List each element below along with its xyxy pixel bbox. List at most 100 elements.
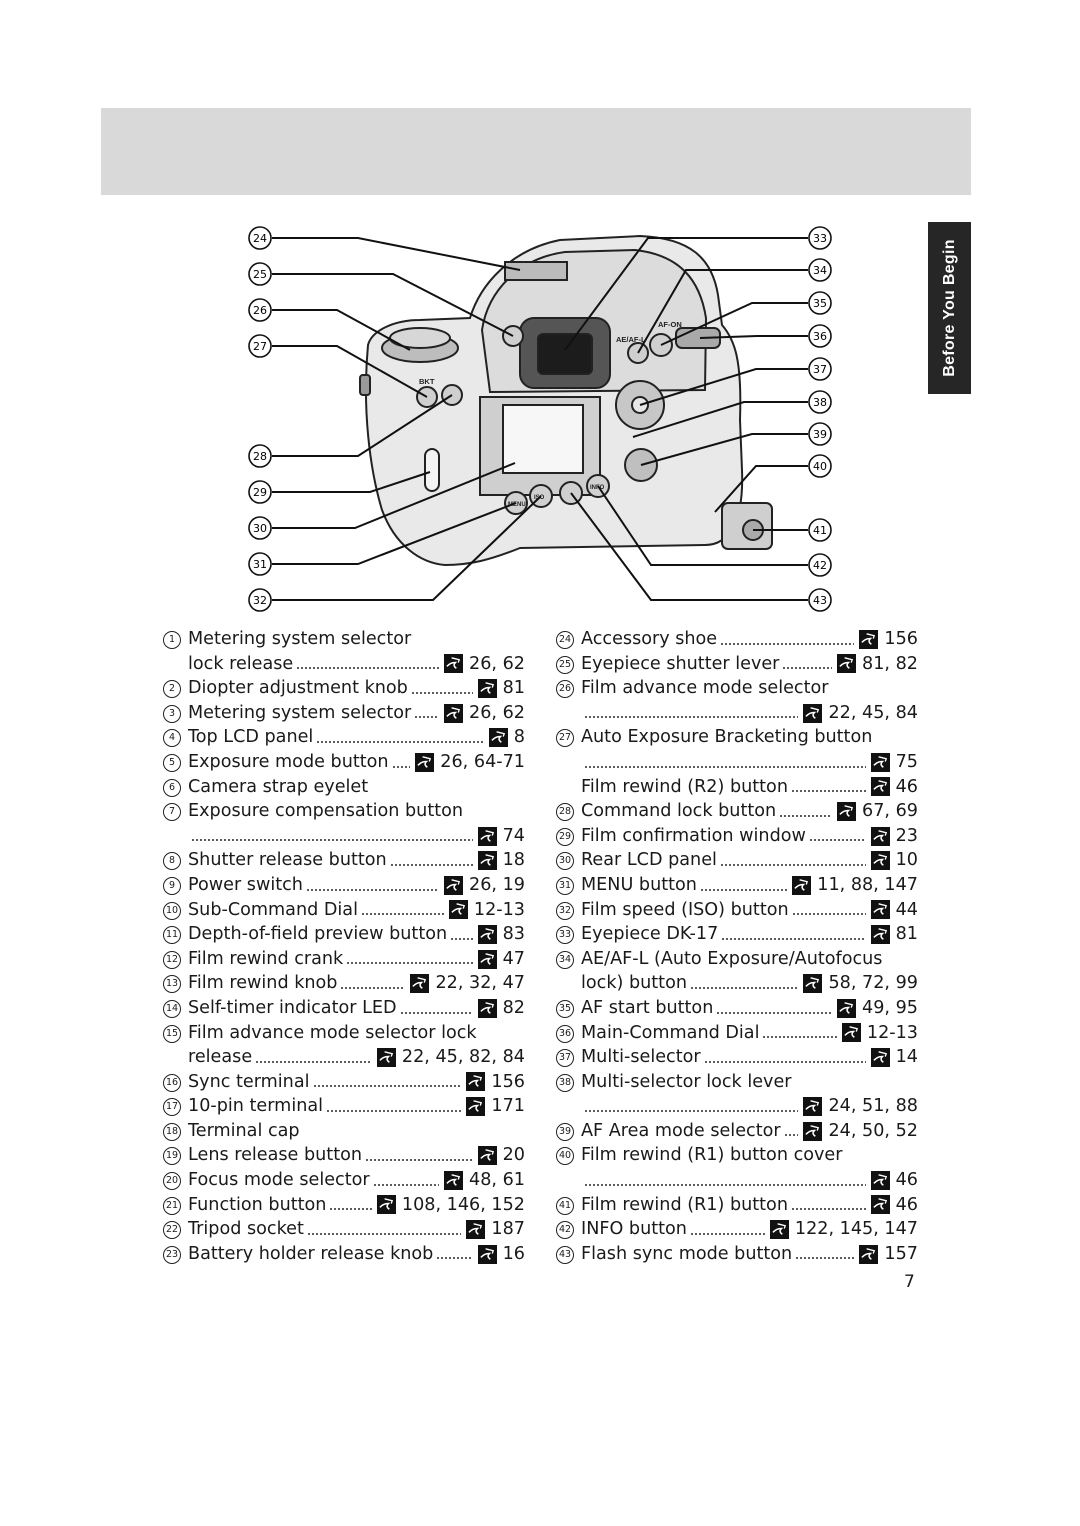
camera-body xyxy=(359,234,773,567)
page-reference: 12-13 xyxy=(866,1022,918,1043)
page-reference-icon xyxy=(477,678,497,698)
callout-marker: 29 xyxy=(248,480,272,504)
legend-label: Exposure compensation button xyxy=(188,801,464,822)
page-reference-icon xyxy=(837,654,857,674)
legend-label: Film rewind (R1) button cover xyxy=(581,1145,843,1166)
callout-circle xyxy=(808,518,832,542)
page-reference: 26, 62 xyxy=(469,653,525,674)
legend-label: Top LCD panel xyxy=(188,727,314,748)
legend-label: Power switch xyxy=(188,874,303,895)
callout-circle xyxy=(248,226,272,250)
page-reference-icon xyxy=(477,851,497,871)
callout-number: 27 xyxy=(253,340,267,353)
page-reference: 12-13 xyxy=(473,899,525,920)
legend-number: 2 xyxy=(163,680,181,699)
callout-circle xyxy=(248,552,272,576)
leader-dots xyxy=(360,912,444,917)
legend-number: 23 xyxy=(163,1245,181,1264)
page-reference-icon xyxy=(803,703,823,723)
legend-label: Film rewind (R2) button xyxy=(581,776,788,797)
legend-label: Accessory shoe xyxy=(581,629,718,649)
callout-marker: 27 xyxy=(248,334,272,358)
leader-dots xyxy=(779,813,833,818)
callout-marker: 24 xyxy=(248,226,272,250)
callout-marker: 36 xyxy=(808,324,832,348)
callout-number: 25 xyxy=(253,268,267,281)
page-number: 7 xyxy=(904,1272,915,1292)
page-reference: 26, 64-71 xyxy=(440,751,525,772)
film-window-slot xyxy=(424,448,440,492)
page-reference: 108, 146, 152 xyxy=(401,1194,525,1215)
legend-number: 25 xyxy=(556,655,574,674)
page-reference-icon xyxy=(477,949,497,969)
page-reference: 22, 45, 84 xyxy=(828,702,918,723)
legend-number: 12 xyxy=(163,950,181,969)
leader-25 xyxy=(272,273,514,337)
legend-number: 6 xyxy=(163,778,181,797)
callout-marker: 37 xyxy=(808,357,832,381)
leader-dots xyxy=(790,1207,866,1212)
page-reference-icon xyxy=(837,801,857,821)
marking-bkt: BKT xyxy=(419,377,435,386)
page-reference: 22, 32, 47 xyxy=(435,973,525,994)
page-reference-icon xyxy=(870,1170,890,1190)
page-reference-icon xyxy=(466,1072,486,1092)
page-reference: 48, 61 xyxy=(469,1170,525,1191)
legend-number: 39 xyxy=(556,1122,574,1141)
leader-dots xyxy=(305,887,440,892)
leader-dots xyxy=(389,862,473,867)
leader-dots xyxy=(312,1084,462,1089)
legend-label: Film advance mode selector lock xyxy=(188,1022,477,1043)
legend-number: 5 xyxy=(163,753,181,772)
page-reference: 82 xyxy=(502,997,525,1018)
callout-marker: 25 xyxy=(248,262,272,286)
callout-circle xyxy=(808,588,832,612)
legend-label: Film rewind (R1) button xyxy=(581,1194,788,1215)
page-reference-icon xyxy=(477,1146,497,1166)
legend-label: Auto Exposure Bracketing button xyxy=(581,727,873,748)
legend-number: 33 xyxy=(556,926,574,945)
page-reference: 171 xyxy=(491,1096,525,1117)
leader-dots xyxy=(782,666,833,671)
legend-label: Eyepiece DK-17 xyxy=(581,924,719,945)
callout-marker: 33 xyxy=(808,226,832,250)
callout-marker: 41 xyxy=(808,518,832,542)
leader-28 xyxy=(272,394,453,457)
callout-number: 38 xyxy=(813,396,827,409)
legend-label: Metering system selector xyxy=(188,629,412,649)
leader-35 xyxy=(660,302,808,346)
legend-number: 21 xyxy=(163,1196,181,1215)
page-reference: 58, 72, 99 xyxy=(828,973,918,994)
page-reference: 24, 50, 52 xyxy=(828,1120,918,1141)
page-reference-icon xyxy=(792,875,812,895)
page-reference-icon xyxy=(376,1047,396,1067)
marking-ae-af-l: AE/AF-L xyxy=(616,335,646,344)
page-reference: 8 xyxy=(513,727,525,748)
legend-number: 15 xyxy=(163,1024,181,1043)
page-reference: 74 xyxy=(502,825,525,846)
callout-circle xyxy=(248,298,272,322)
page-reference-icon xyxy=(859,1244,879,1264)
legend-label: Diopter adjustment knob xyxy=(188,678,408,699)
leader-dots xyxy=(329,1207,372,1212)
leader-dots xyxy=(716,1010,833,1015)
callout-marker: 40 xyxy=(808,454,832,478)
legend-label: Multi-selector lock lever xyxy=(581,1071,792,1092)
page-reference: 18 xyxy=(502,850,525,871)
leader-dots xyxy=(584,715,799,720)
leader-dots xyxy=(306,1231,462,1236)
legend-number: 26 xyxy=(556,680,574,699)
